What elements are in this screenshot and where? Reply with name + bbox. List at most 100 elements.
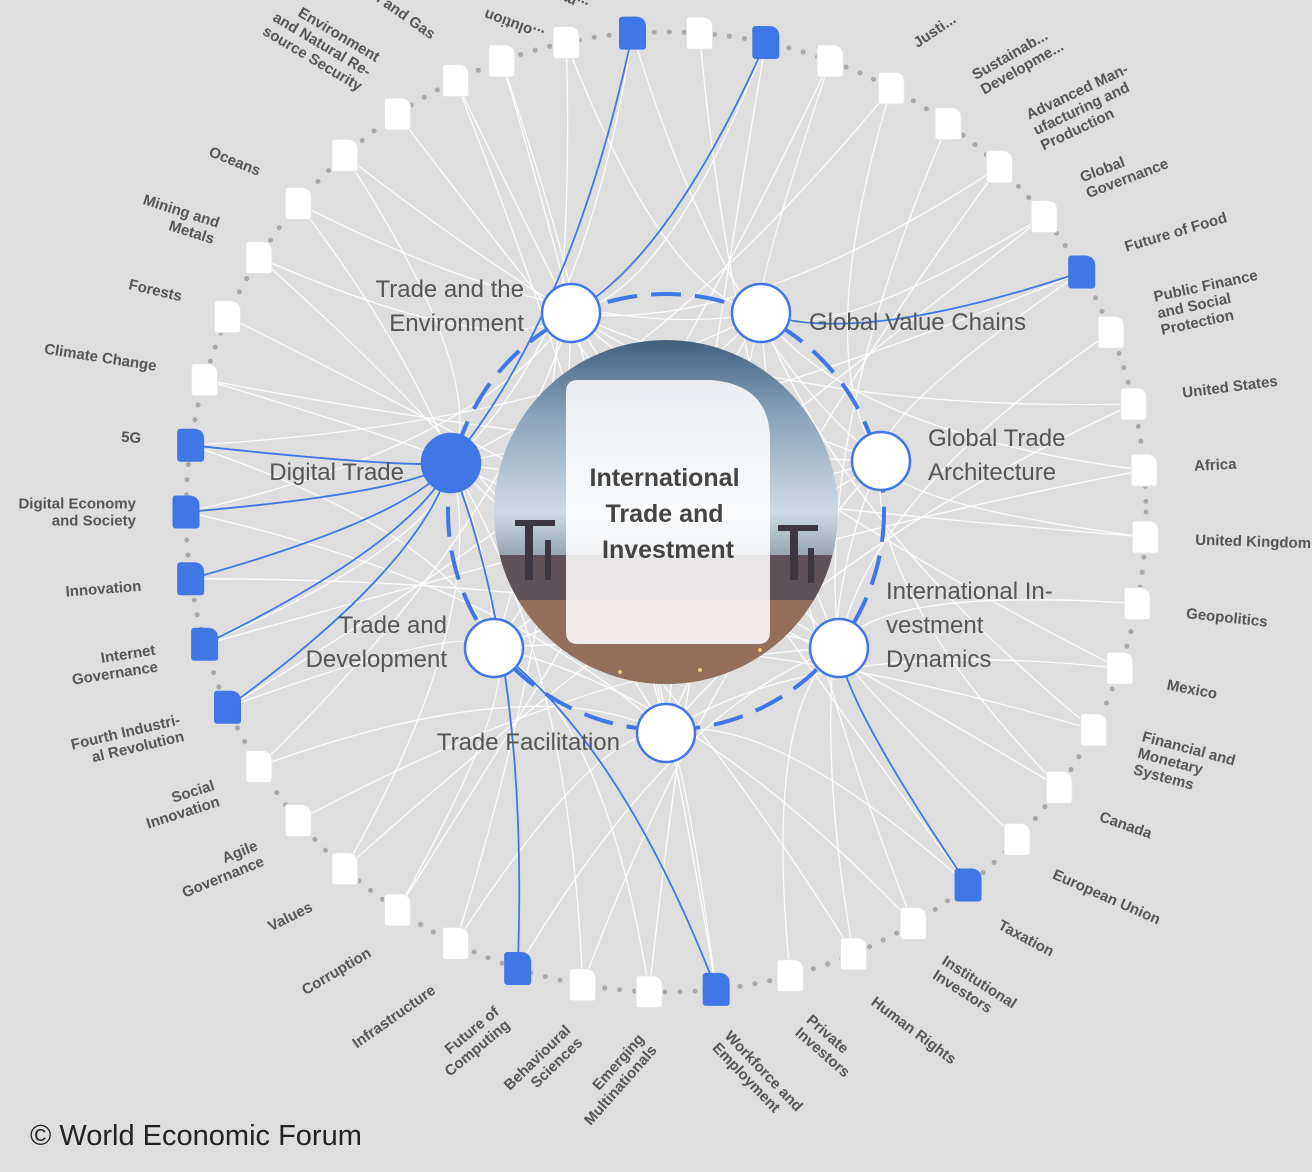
outer-topic-olution[interactable]: ...olution	[482, 6, 546, 78]
outer-topic-oceans[interactable]: Oceans	[206, 144, 312, 220]
outer-topic-united-states[interactable]: United States	[1120, 373, 1279, 421]
highlighted-link	[838, 647, 969, 886]
outer-topic-label: Africa	[1194, 456, 1238, 475]
outer-topic-public-finance-and-social-protection[interactable]: Public Financeand SocialProtection	[1097, 267, 1266, 349]
outer-topic-unlabeled[interactable]	[619, 0, 647, 50]
topic-link	[879, 460, 1060, 788]
topic-node-circle	[808, 617, 870, 679]
topic-link	[838, 331, 1112, 649]
document-icon	[1131, 520, 1159, 554]
outer-topic-united-kingdom[interactable]: United Kingdom	[1131, 520, 1311, 554]
outer-topic-unlabeled[interactable]	[816, 14, 847, 78]
inner-topic-digital-trade[interactable]: Digital Trade	[269, 432, 482, 494]
topic-node-circle	[463, 617, 525, 679]
document-icon	[1030, 199, 1058, 233]
outer-topic-social-innovation[interactable]: SocialInnovation	[139, 749, 273, 833]
document-icon	[442, 64, 470, 98]
center-topic[interactable]: International Trade and Investment	[494, 340, 838, 700]
outer-topic-forests[interactable]: Forests	[127, 276, 241, 334]
outer-topic-label: Human Rights	[868, 994, 960, 1069]
outer-topic-global-governance[interactable]: GlobalGovernance	[1030, 139, 1171, 233]
outer-topic-environment-and-natural-re-source-security[interactable]: Environmentand Natural Re-source Securit…	[260, 0, 412, 131]
outer-topic-mexico[interactable]: Mexico	[1106, 651, 1219, 703]
document-icon	[177, 428, 205, 462]
topic-link	[838, 599, 1138, 649]
document-icon	[177, 562, 205, 596]
outer-topic-label: Climate Change	[43, 341, 158, 375]
outer-topic-fourth-industri-al-revolution[interactable]: Fourth Industri-al Revolution	[69, 690, 241, 771]
outer-topic-label: United States	[1181, 373, 1278, 402]
outer-topic-agile-governance[interactable]: AgileGovernance	[173, 804, 312, 902]
outer-topic-financial-and-monetary-systems[interactable]: Financial andMonetarySystems	[1080, 713, 1238, 802]
outer-topic-justi[interactable]: Justi...	[877, 11, 959, 105]
document-icon	[442, 926, 470, 960]
outer-topic-5g[interactable]: 5G	[121, 428, 205, 462]
copyright-notice: © World Economic Forum	[30, 1120, 362, 1152]
highlighted-link	[493, 647, 718, 990]
outer-topic-label: Infrastructure	[349, 982, 438, 1052]
outer-topic-behavioural-sciences[interactable]: BehaviouralSciences	[501, 968, 597, 1106]
topic-link	[838, 647, 1018, 840]
outer-topic-human-rights[interactable]: Human Rights	[840, 937, 960, 1069]
document-icon	[702, 972, 730, 1006]
outer-topic-corruption[interactable]: Corruption	[299, 893, 412, 999]
outer-topic-label: Geopolitics	[1185, 605, 1268, 631]
topic-node-circle	[420, 432, 482, 494]
center-title: International Trade and Investment	[590, 464, 747, 564]
outer-topic-label: InstitutionalInvestors	[930, 952, 1020, 1026]
outer-topic-unlabeled[interactable]	[311, 118, 359, 172]
outer-topic-africa[interactable]: Africa	[1130, 453, 1238, 487]
inner-topic-label: Trade Facilitation	[437, 729, 620, 756]
document-icon	[1120, 387, 1148, 421]
outer-topic-future-of-food[interactable]: Future of Food	[1068, 209, 1229, 289]
document-icon	[776, 959, 804, 993]
document-icon	[552, 25, 580, 59]
outer-topic-canada[interactable]: Canada	[1045, 770, 1155, 843]
outer-topic-mining-and-metals[interactable]: Mining andMetals	[136, 191, 273, 275]
document-icon	[245, 241, 273, 275]
outer-topic-unlabeled[interactable]	[752, 0, 780, 59]
outer-topic-label: Mexico	[1165, 677, 1218, 703]
topic-link	[344, 462, 461, 870]
outer-topic-geopolitics[interactable]: Geopolitics	[1123, 587, 1268, 631]
outer-topic-future-of-computing[interactable]: Future ofComputing	[431, 952, 532, 1081]
outer-topic-label: Values	[265, 899, 315, 935]
document-icon	[213, 690, 241, 724]
outer-topic-internet-governance[interactable]: InternetGovernance	[68, 627, 219, 689]
document-icon	[331, 852, 359, 886]
topic-link	[834, 123, 949, 649]
outer-topic-unlabeled[interactable]	[685, 0, 713, 50]
document-icon	[384, 97, 412, 131]
outer-topic-workforce-and-employment[interactable]: Workforce andEmployment	[702, 972, 806, 1126]
outer-topic-values[interactable]: Values	[265, 852, 359, 935]
document-icon	[245, 749, 273, 783]
topic-node-circle	[635, 702, 697, 764]
outer-topic-my[interactable]: ...my	[552, 0, 591, 59]
topic-node-circle	[540, 282, 602, 344]
outer-topic-innovation[interactable]: Innovation	[65, 562, 205, 601]
outer-topic-climate-change[interactable]: Climate Change	[43, 341, 219, 397]
topic-link	[760, 312, 1095, 731]
inner-topic-global-value-chains[interactable]: Global Value Chains	[730, 282, 1026, 344]
inner-topic-trade-facilitation[interactable]: Trade Facilitation	[437, 702, 697, 764]
outer-topic-label: PrivateInvestors	[792, 1012, 865, 1082]
document-icon	[752, 25, 780, 59]
highlighted-link	[450, 462, 521, 969]
outer-topic-label: Fourth Industri-al Revolution	[69, 712, 185, 771]
outer-topic-infrastructure[interactable]: Infrastructure	[349, 926, 470, 1052]
outer-topic-private-investors[interactable]: PrivateInvestors	[776, 959, 865, 1082]
topic-link	[759, 60, 831, 314]
topic-node-circle	[730, 282, 792, 344]
outer-topic-taxation[interactable]: Taxation	[954, 868, 1057, 960]
document-icon	[1106, 651, 1134, 685]
outer-topic-label: Future ofComputing	[431, 1003, 514, 1080]
